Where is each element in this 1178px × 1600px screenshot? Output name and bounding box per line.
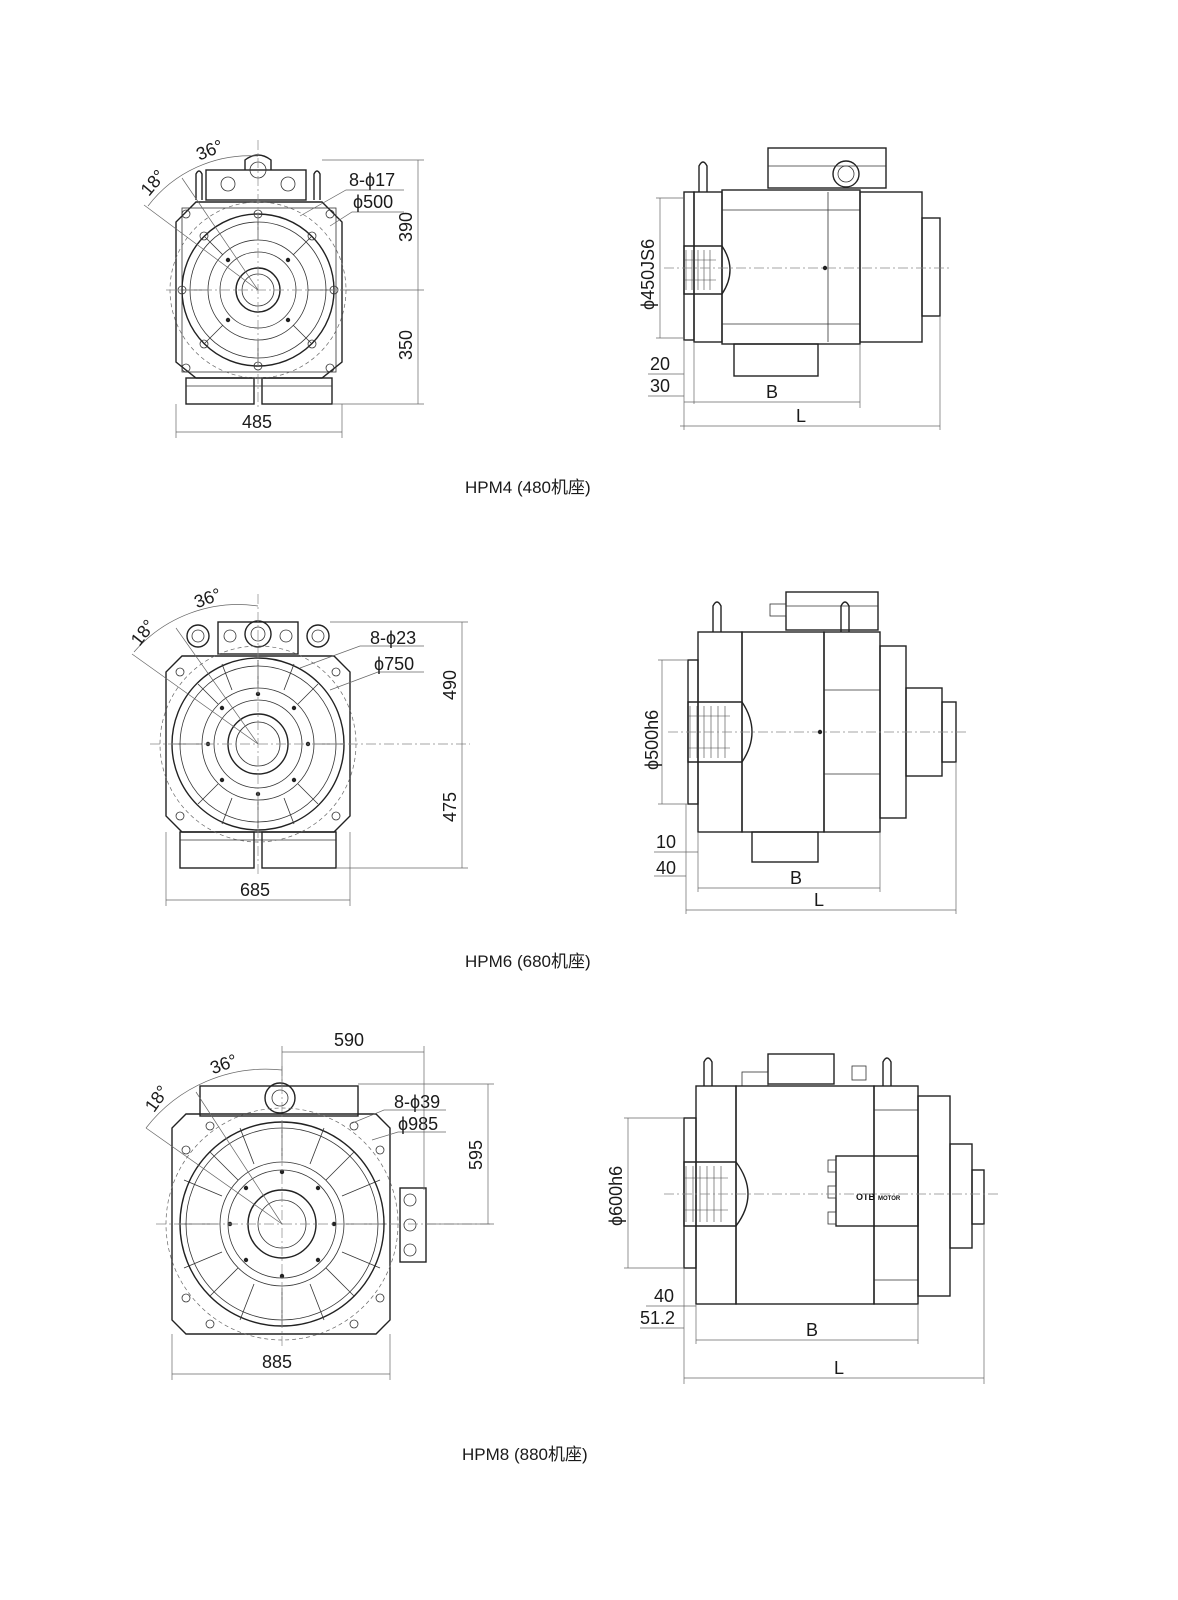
hpm6-bolt-circle: ϕ750 [374,654,414,674]
hpm6-height-bottom: 475 [440,792,460,822]
hpm6-dim-a: 10 [656,832,676,852]
hpm8-side-view: OTB MOTOR [624,1053,1000,1384]
hpm8-width: 885 [262,1352,292,1372]
hpm8-angle-outer: 36° [207,1050,239,1078]
hpm6-side-labels: ϕ500h6 10 40 B L [642,710,824,910]
hpm8-height-top: 595 [466,1140,486,1170]
hpm4-holes: 8-ϕ17 [349,170,395,190]
hpm6-front-view [131,594,470,906]
hpm6-width: 685 [240,880,270,900]
caption-hpm6: HPM6 (680机座) [465,952,591,971]
hpm6-dim-b: 40 [656,858,676,878]
hpm4-len-l: L [796,406,806,426]
hpm8-holes: 8-ϕ39 [394,1092,440,1112]
hpm4-angle-outer: 36° [193,136,226,165]
hpm8-offset-top: 590 [334,1030,364,1050]
hpm4-angle-inner: 18° [137,166,170,200]
hpm8-angle-inner: 18° [141,1082,173,1116]
hpm4-side-view [648,147,950,430]
hpm4-front-view [143,140,424,438]
hpm8-dim-a: 40 [654,1286,674,1306]
hpm4-side-labels: ϕ450JS6 20 30 B L [638,239,806,426]
hpm6-holes: 8-ϕ23 [370,628,416,648]
hpm6-spigot: ϕ500h6 [642,710,662,770]
hpm6-angle-inner: 18° [127,616,160,650]
hpm6-angle-outer: 36° [191,584,223,612]
hpm8-logo-sub: MOTOR [878,1196,901,1202]
hpm4-width: 485 [242,412,272,432]
hpm8-side-labels: ϕ600h6 40 51.2 B L [606,1166,844,1378]
hpm4-bolt-circle: ϕ500 [353,192,393,212]
hpm6-height-top: 490 [440,670,460,700]
caption-hpm4: HPM4 (480机座) [465,478,591,497]
hpm8-spigot: ϕ600h6 [606,1166,626,1226]
hpm4-height-top: 390 [396,212,416,242]
hpm8-len-l: L [834,1358,844,1378]
hpm4-len-b: B [766,382,778,402]
hpm4-spigot: ϕ450JS6 [638,239,658,310]
hpm4-dim-b: 30 [650,376,670,396]
hpm8-front-view [145,1046,494,1380]
hpm4-front-labels: 36° 18° 8-ϕ17 ϕ500 390 350 485 [137,136,416,432]
caption-hpm8: HPM8 (880机座) [462,1445,588,1464]
hpm6-len-l: L [814,890,824,910]
hpm8-logo-main: OTB [856,1192,875,1202]
hpm6-front-labels: 36° 18° 8-ϕ23 ϕ750 490 475 685 [127,584,460,900]
hpm6-side-view [654,591,966,914]
hpm8-len-b: B [806,1320,818,1340]
hpm8-bolt-circle: ϕ985 [398,1114,438,1134]
hpm4-dim-a: 20 [650,354,670,374]
hpm6-len-b: B [790,868,802,888]
hpm8-dim-b: 51.2 [640,1308,675,1328]
hpm4-height-bottom: 350 [396,330,416,360]
